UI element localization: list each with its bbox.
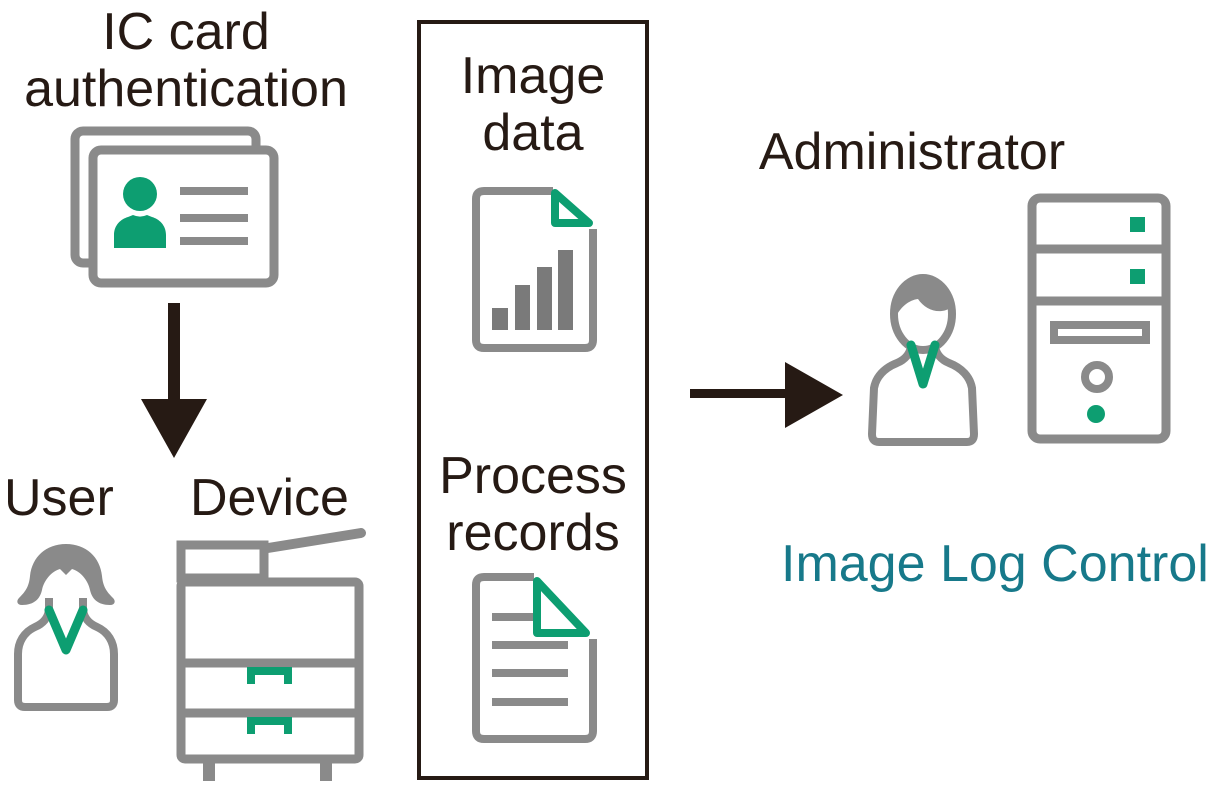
product-name-label: Image Log Control bbox=[781, 535, 1209, 593]
user-label: User bbox=[4, 469, 114, 527]
ic-card-auth-label: IC card authentication bbox=[24, 3, 348, 118]
id-card-icon bbox=[70, 126, 279, 288]
administrator-label: Administrator bbox=[758, 123, 1066, 181]
process-records-document-icon bbox=[472, 573, 597, 743]
server-tower-icon bbox=[1027, 193, 1171, 444]
image-data-document-icon bbox=[472, 187, 597, 352]
process-records-label: Process records bbox=[439, 447, 627, 562]
right-arrow-icon bbox=[690, 362, 843, 428]
user-person-icon bbox=[14, 544, 118, 711]
device-label: Device bbox=[190, 469, 349, 527]
printer-device-icon bbox=[176, 528, 366, 781]
data-box-outline bbox=[417, 20, 649, 780]
image-data-label: Image data bbox=[460, 47, 606, 162]
down-arrow-icon bbox=[141, 303, 207, 458]
administrator-person-icon bbox=[868, 274, 978, 446]
